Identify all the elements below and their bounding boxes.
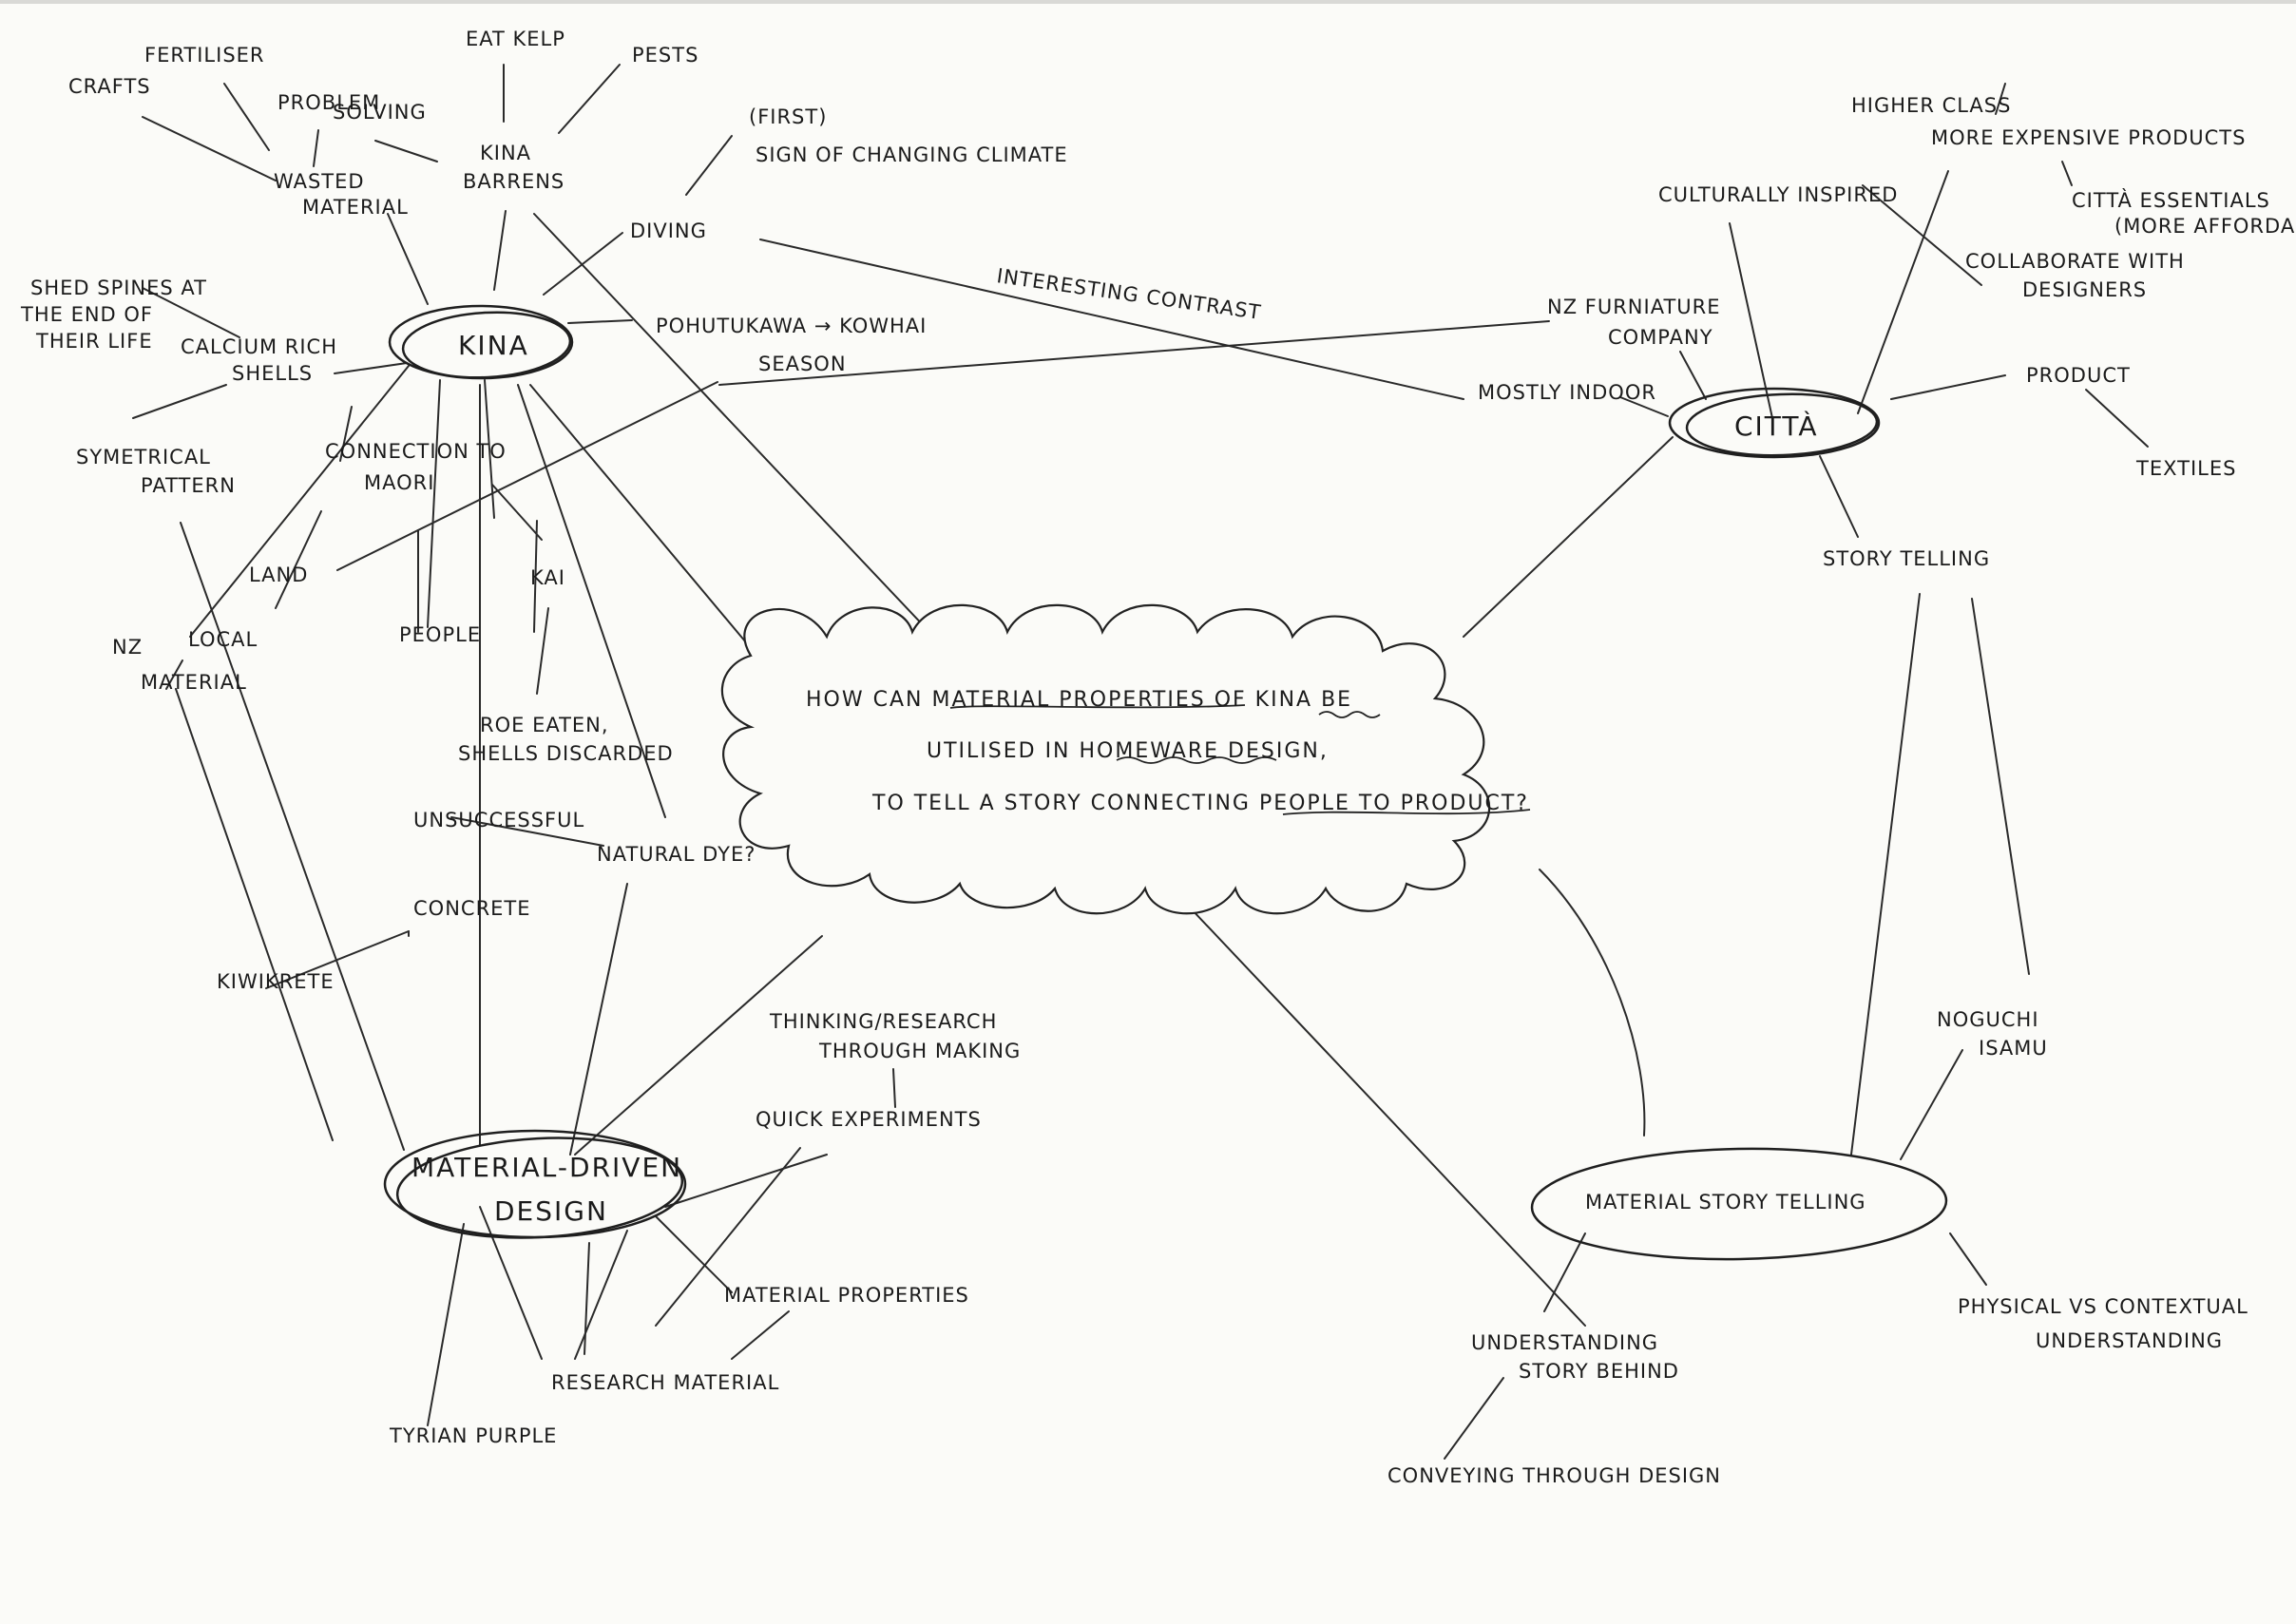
question-line-3: TO TELL A STORY CONNECTING PEOPLE TO PRO… [871,792,1529,815]
people-label: PEOPLE [399,623,481,646]
kina-barrens-1: KINA [480,142,531,164]
solving-label: SOLVING [333,101,427,124]
material-label: MATERIAL [141,671,247,694]
eat-kelp-label: EAT KELP [466,28,565,50]
company-label: COMPANY [1608,326,1713,349]
material-properties-label: MATERIAL PROPERTIES [724,1284,969,1307]
citta-essentials-label: CITTÀ ESSENTIALS [2072,188,2270,212]
calcium-label: CALCIUM RICH [181,335,337,358]
interesting-contrast-label: INTERESTING CONTRAST [995,264,1262,324]
understanding-label: UNDERSTANDING [2036,1329,2223,1352]
wasted-label-1: WASTED [274,170,365,193]
kina-label: KINA [458,330,529,361]
mostly-indoor-label: MOSTLY INDOOR [1478,381,1656,404]
connector-lines [132,64,2149,1460]
land-label: LAND [249,564,308,586]
story-telling-label: STORY TELLING [1823,547,1990,570]
material-driven-hub [383,1129,687,1239]
collaborate-label: COLLABORATE WITH [1965,250,2185,273]
tyrian-purple-label: TYRIAN PURPLE [389,1424,557,1447]
kai-label: KAI [530,566,565,589]
diving-label: DIVING [630,220,707,242]
citta-hub [1668,387,1881,459]
research-material-label: RESEARCH MATERIAL [551,1371,779,1394]
connection-label: CONNECTION TO [325,440,507,463]
climate-label: SIGN OF CHANGING CLIMATE [756,143,1068,166]
scan-top-edge [0,0,2296,4]
higher-class-label: HIGHER CLASS [1851,94,2011,117]
nz-furniture-label: NZ FURNIATURE [1547,296,1721,318]
symmetrical-label: SYMETRICAL [76,446,211,468]
natural-dye-label: NATURAL DYE? [597,843,756,866]
maori-label: MAORI [364,471,434,494]
shed-spines-3: THEIR LIFE [35,330,153,353]
noguchi-label: NOGUCHI [1937,1008,2039,1031]
isamu-label: ISAMU [1979,1037,2048,1060]
more-affordable-label: (MORE AFFORDABLE [2114,215,2296,238]
citta-label: CITTÀ [1734,410,1819,442]
question-cloud [720,603,1491,915]
more-expensive-label: MORE EXPENSIVE PRODUCTS [1931,126,2246,149]
local-label: LOCAL [188,628,258,651]
understanding-story-1: UNDERSTANDING [1471,1331,1658,1354]
quick-experiments-label: QUICK EXPERIMENTS [756,1108,982,1131]
pests-label: PESTS [632,44,698,67]
problem-label: PROBLEM [277,91,380,114]
designers-label: DESIGNERS [2022,278,2147,301]
crafts-label: CRAFTS [68,75,151,98]
pattern-label: PATTERN [141,474,236,497]
material-driven-label-1: MATERIAL-DRIVEN [411,1152,682,1183]
question-line-2: UTILISED IN HOMEWARE DESIGN, [927,739,1329,763]
kina-hub [388,304,574,380]
question-line-1: HOW CAN MATERIAL PROPERTIES OF KINA BE [806,688,1352,712]
shells-discarded-label: SHELLS DISCARDED [458,742,674,765]
material-storytelling-hub [1530,1147,1948,1261]
through-making-label: THROUGH MAKING [818,1040,1021,1062]
first-label: (FIRST) [749,105,827,128]
product-label: PRODUCT [2026,364,2131,387]
roe-eaten-label: ROE EATEN, [480,714,609,736]
physical-contextual-label: PHYSICAL VS CONTEXTUAL [1958,1295,2248,1318]
culturally-inspired-label: CULTURALLY INSPIRED [1658,183,1898,206]
material-driven-label-2: DESIGN [494,1195,608,1227]
nz-label: NZ [112,636,143,659]
season-label: SEASON [758,353,847,375]
kiwikrete-label: KIWIKRETE [217,970,335,993]
kina-barrens-2: BARRENS [463,170,564,193]
shed-spines-2: THE END OF [20,303,153,326]
unsuccessful-label: UNSUCCESSFUL [413,809,584,831]
wasted-label-2: MATERIAL [302,196,409,219]
understanding-story-2: STORY BEHIND [1519,1360,1679,1383]
conveying-label: CONVEYING THROUGH DESIGN [1387,1464,1721,1487]
material-storytelling-label: MATERIAL STORY TELLING [1585,1191,1866,1213]
fertiliser-label: FERTILISER [144,44,265,67]
shells-label: SHELLS [232,362,313,385]
thinking-research-label: THINKING/RESEARCH [769,1010,997,1033]
concrete-label: CONCRETE [413,897,531,920]
textiles-label: TEXTILES [2135,457,2236,480]
pohutukawa-label: POHUTUKAWA → KOWHAI [656,315,927,337]
shed-spines-1: SHED SPINES AT [30,277,207,299]
